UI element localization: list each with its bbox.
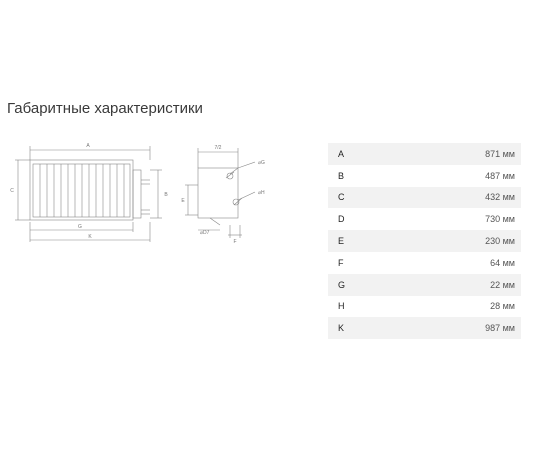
dim-label-g: G bbox=[78, 224, 82, 230]
table-row: A 871 мм bbox=[328, 143, 521, 165]
spec-value: 487 мм bbox=[485, 170, 515, 181]
dim-label-k: K bbox=[88, 234, 92, 240]
spec-key: K bbox=[328, 317, 401, 340]
spec-value: 432 мм bbox=[401, 186, 521, 209]
table-row: F 64 мм bbox=[328, 252, 521, 274]
dim-label-dd: ⌀D7 bbox=[200, 230, 210, 236]
dim-label-d: 7/2 bbox=[215, 145, 222, 151]
spec-key: G bbox=[328, 273, 401, 296]
spec-key: D bbox=[338, 214, 345, 225]
table-row: K 987 мм bbox=[328, 317, 521, 340]
table-row: D 730 мм bbox=[328, 208, 521, 230]
front-view-drawing: A C B G K bbox=[10, 143, 168, 242]
table-row: E 230 мм bbox=[328, 230, 521, 252]
spec-key: A bbox=[328, 143, 401, 165]
spec-value: 64 мм bbox=[490, 257, 515, 268]
specs-table: A 871 мм B 487 мм C 432 мм D 730 мм E 23… bbox=[328, 143, 521, 340]
section-title: Габаритные характеристики bbox=[7, 100, 203, 117]
dim-label-f: F bbox=[233, 239, 236, 245]
spec-key: F bbox=[338, 257, 344, 268]
dim-label-a: A bbox=[86, 143, 90, 149]
spec-key: B bbox=[338, 170, 345, 181]
table-row: B 487 мм bbox=[328, 165, 521, 187]
table-row: H 28 мм bbox=[328, 296, 521, 318]
dim-label-e: E bbox=[181, 198, 185, 204]
dim-label-c: C bbox=[10, 188, 14, 194]
table-row: C 432 мм bbox=[328, 186, 521, 209]
side-view-drawing: 7/2 E ⌀G ⌀H ⌀D7 F bbox=[181, 145, 265, 245]
spec-value: 230 мм bbox=[401, 230, 521, 252]
dim-label-dg: ⌀G bbox=[258, 160, 265, 166]
spec-value: 871 мм bbox=[401, 143, 521, 165]
spec-value: 987 мм bbox=[401, 317, 521, 340]
spec-key: C bbox=[328, 186, 401, 209]
spec-key: H bbox=[338, 301, 345, 312]
technical-drawings: A C B G K bbox=[0, 130, 330, 250]
spec-value: 730 мм bbox=[485, 214, 515, 225]
spec-value: 22 мм bbox=[401, 273, 521, 296]
spec-key: E bbox=[328, 230, 401, 252]
dim-label-dh: ⌀H bbox=[258, 190, 265, 196]
spec-value: 28 мм bbox=[490, 301, 515, 312]
dim-label-b: B bbox=[164, 192, 168, 198]
table-row: G 22 мм bbox=[328, 273, 521, 296]
